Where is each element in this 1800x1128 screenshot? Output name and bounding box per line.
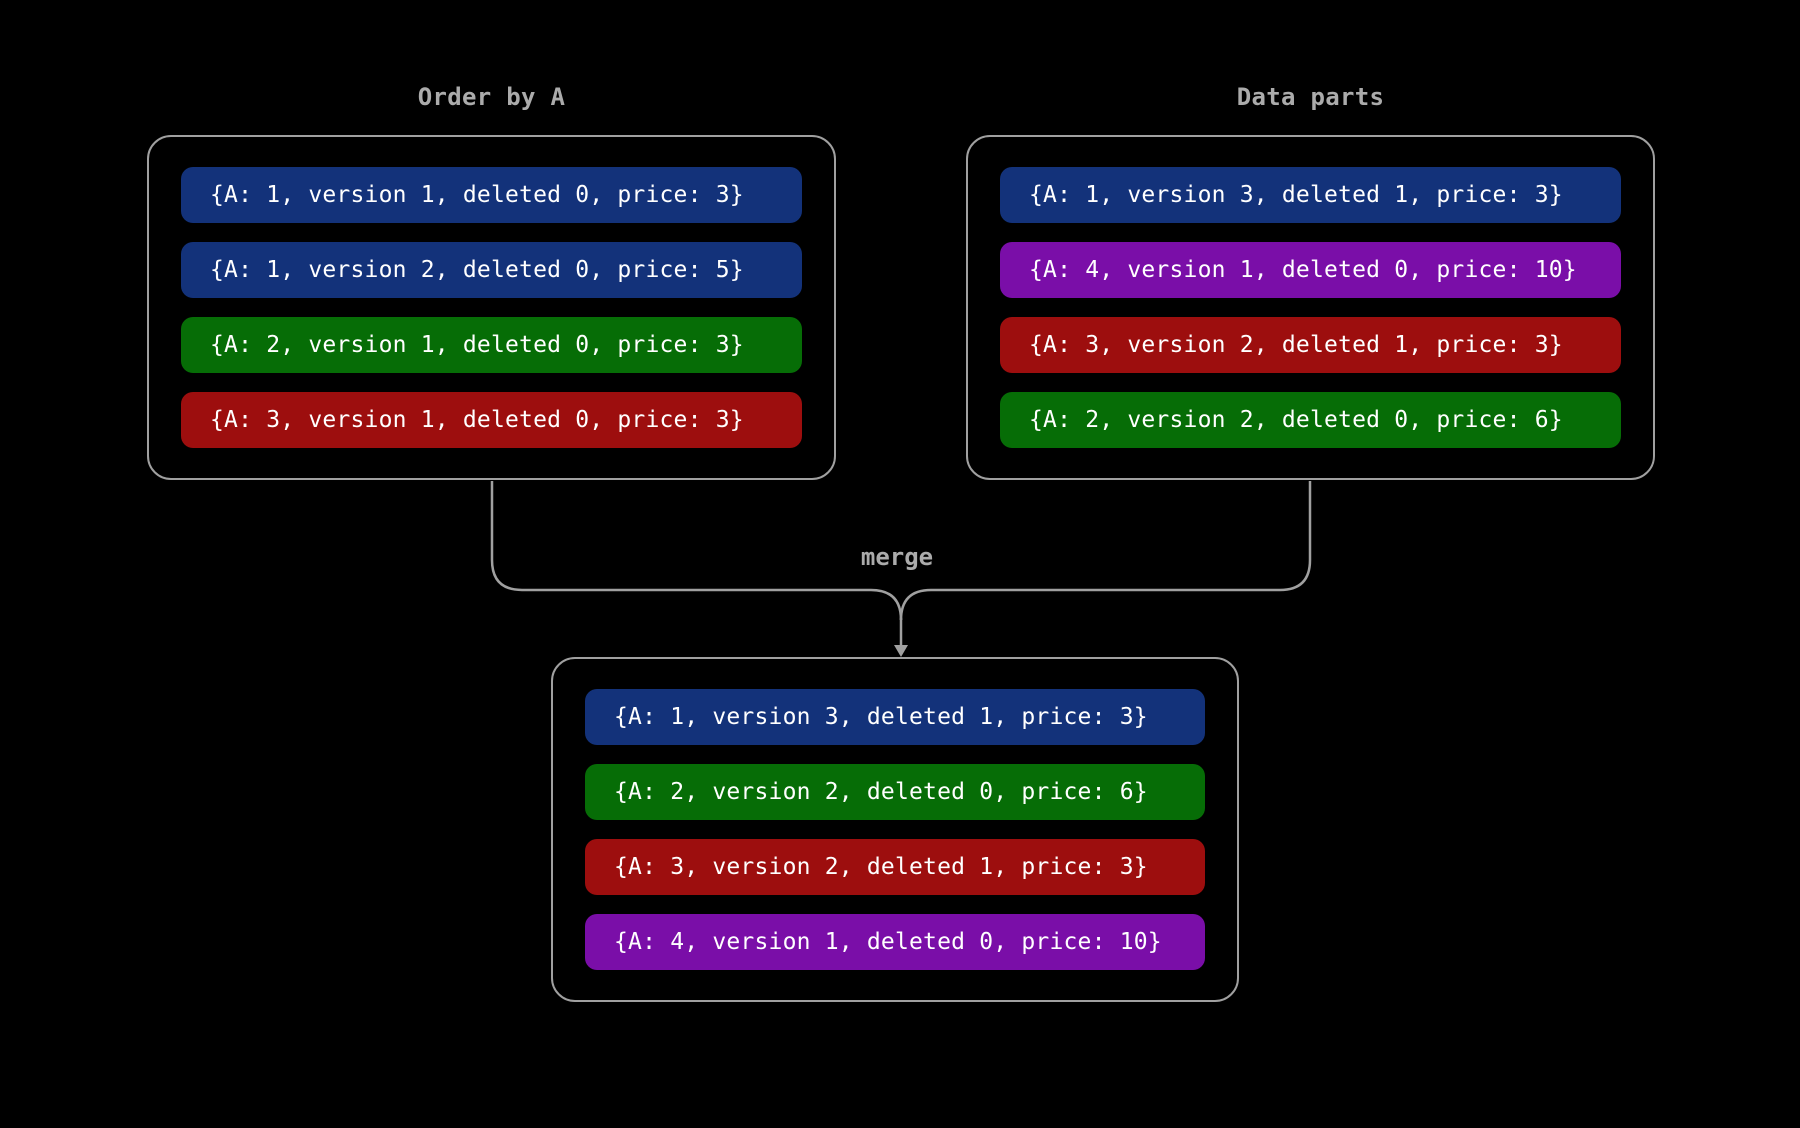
record-row: {A: 1, version 3, deleted 1, price: 3} — [585, 689, 1205, 745]
order-by-a-box: {A: 1, version 1, deleted 0, price: 3} {… — [147, 135, 836, 480]
record-row: {A: 4, version 1, deleted 0, price: 10} — [1000, 242, 1621, 298]
merged-box: {A: 1, version 3, deleted 1, price: 3} {… — [551, 657, 1239, 1002]
record-row: {A: 2, version 2, deleted 0, price: 6} — [585, 764, 1205, 820]
record-row: {A: 3, version 1, deleted 0, price: 3} — [181, 392, 802, 448]
record-row: {A: 1, version 1, deleted 0, price: 3} — [181, 167, 802, 223]
arrowhead-icon — [894, 645, 908, 657]
merge-label: merge — [860, 543, 934, 571]
data-parts-title: Data parts — [1236, 83, 1385, 111]
record-row: {A: 2, version 2, deleted 0, price: 6} — [1000, 392, 1621, 448]
record-row: {A: 1, version 2, deleted 0, price: 5} — [181, 242, 802, 298]
order-by-a-title: Order by A — [417, 83, 566, 111]
data-parts-box: {A: 1, version 3, deleted 1, price: 3} {… — [966, 135, 1655, 480]
record-row: {A: 4, version 1, deleted 0, price: 10} — [585, 914, 1205, 970]
record-row: {A: 3, version 2, deleted 1, price: 3} — [1000, 317, 1621, 373]
record-row: {A: 2, version 1, deleted 0, price: 3} — [181, 317, 802, 373]
record-row: {A: 1, version 3, deleted 1, price: 3} — [1000, 167, 1621, 223]
record-row: {A: 3, version 2, deleted 1, price: 3} — [585, 839, 1205, 895]
